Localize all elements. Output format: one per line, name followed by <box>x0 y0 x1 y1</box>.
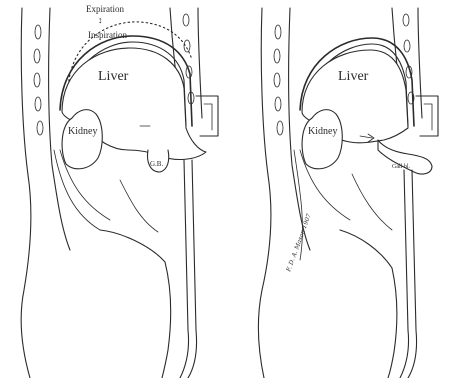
kidney-label-right: Kidney <box>308 126 337 137</box>
liver-label-left: Liver <box>98 69 129 84</box>
anterior-wall-right-inner <box>418 8 422 118</box>
right-panel: Liver Kidney Gall bl. F. D. A. Mason 190… <box>258 8 438 378</box>
back-outline-left <box>21 8 31 378</box>
svg-text:↕: ↕ <box>98 15 103 25</box>
artist-signature: F. D. A. Mason 1907 <box>285 213 313 274</box>
vertebrae-left <box>34 25 43 135</box>
vertebrae-right <box>274 25 283 135</box>
expiration-label: Expiration <box>86 4 124 14</box>
anterior-wall-left-inner <box>198 8 202 118</box>
liver-label-right: Liver <box>338 69 369 84</box>
back-outline-right <box>258 8 271 378</box>
inspiration-label: Inspiration <box>88 30 127 40</box>
left-panel: Expiration ↕ Inspiration Liver Kidney G.… <box>21 4 218 378</box>
anterior-body-right <box>400 170 409 378</box>
gall-label-right: Gall bl. <box>392 164 410 170</box>
kidney-label-left: Kidney <box>68 126 97 137</box>
gall-label-left: G.B. <box>150 160 163 168</box>
anterior-body-left <box>180 160 189 378</box>
abdomen-curve-right <box>340 230 397 378</box>
abdomen-curve-left <box>100 230 171 378</box>
